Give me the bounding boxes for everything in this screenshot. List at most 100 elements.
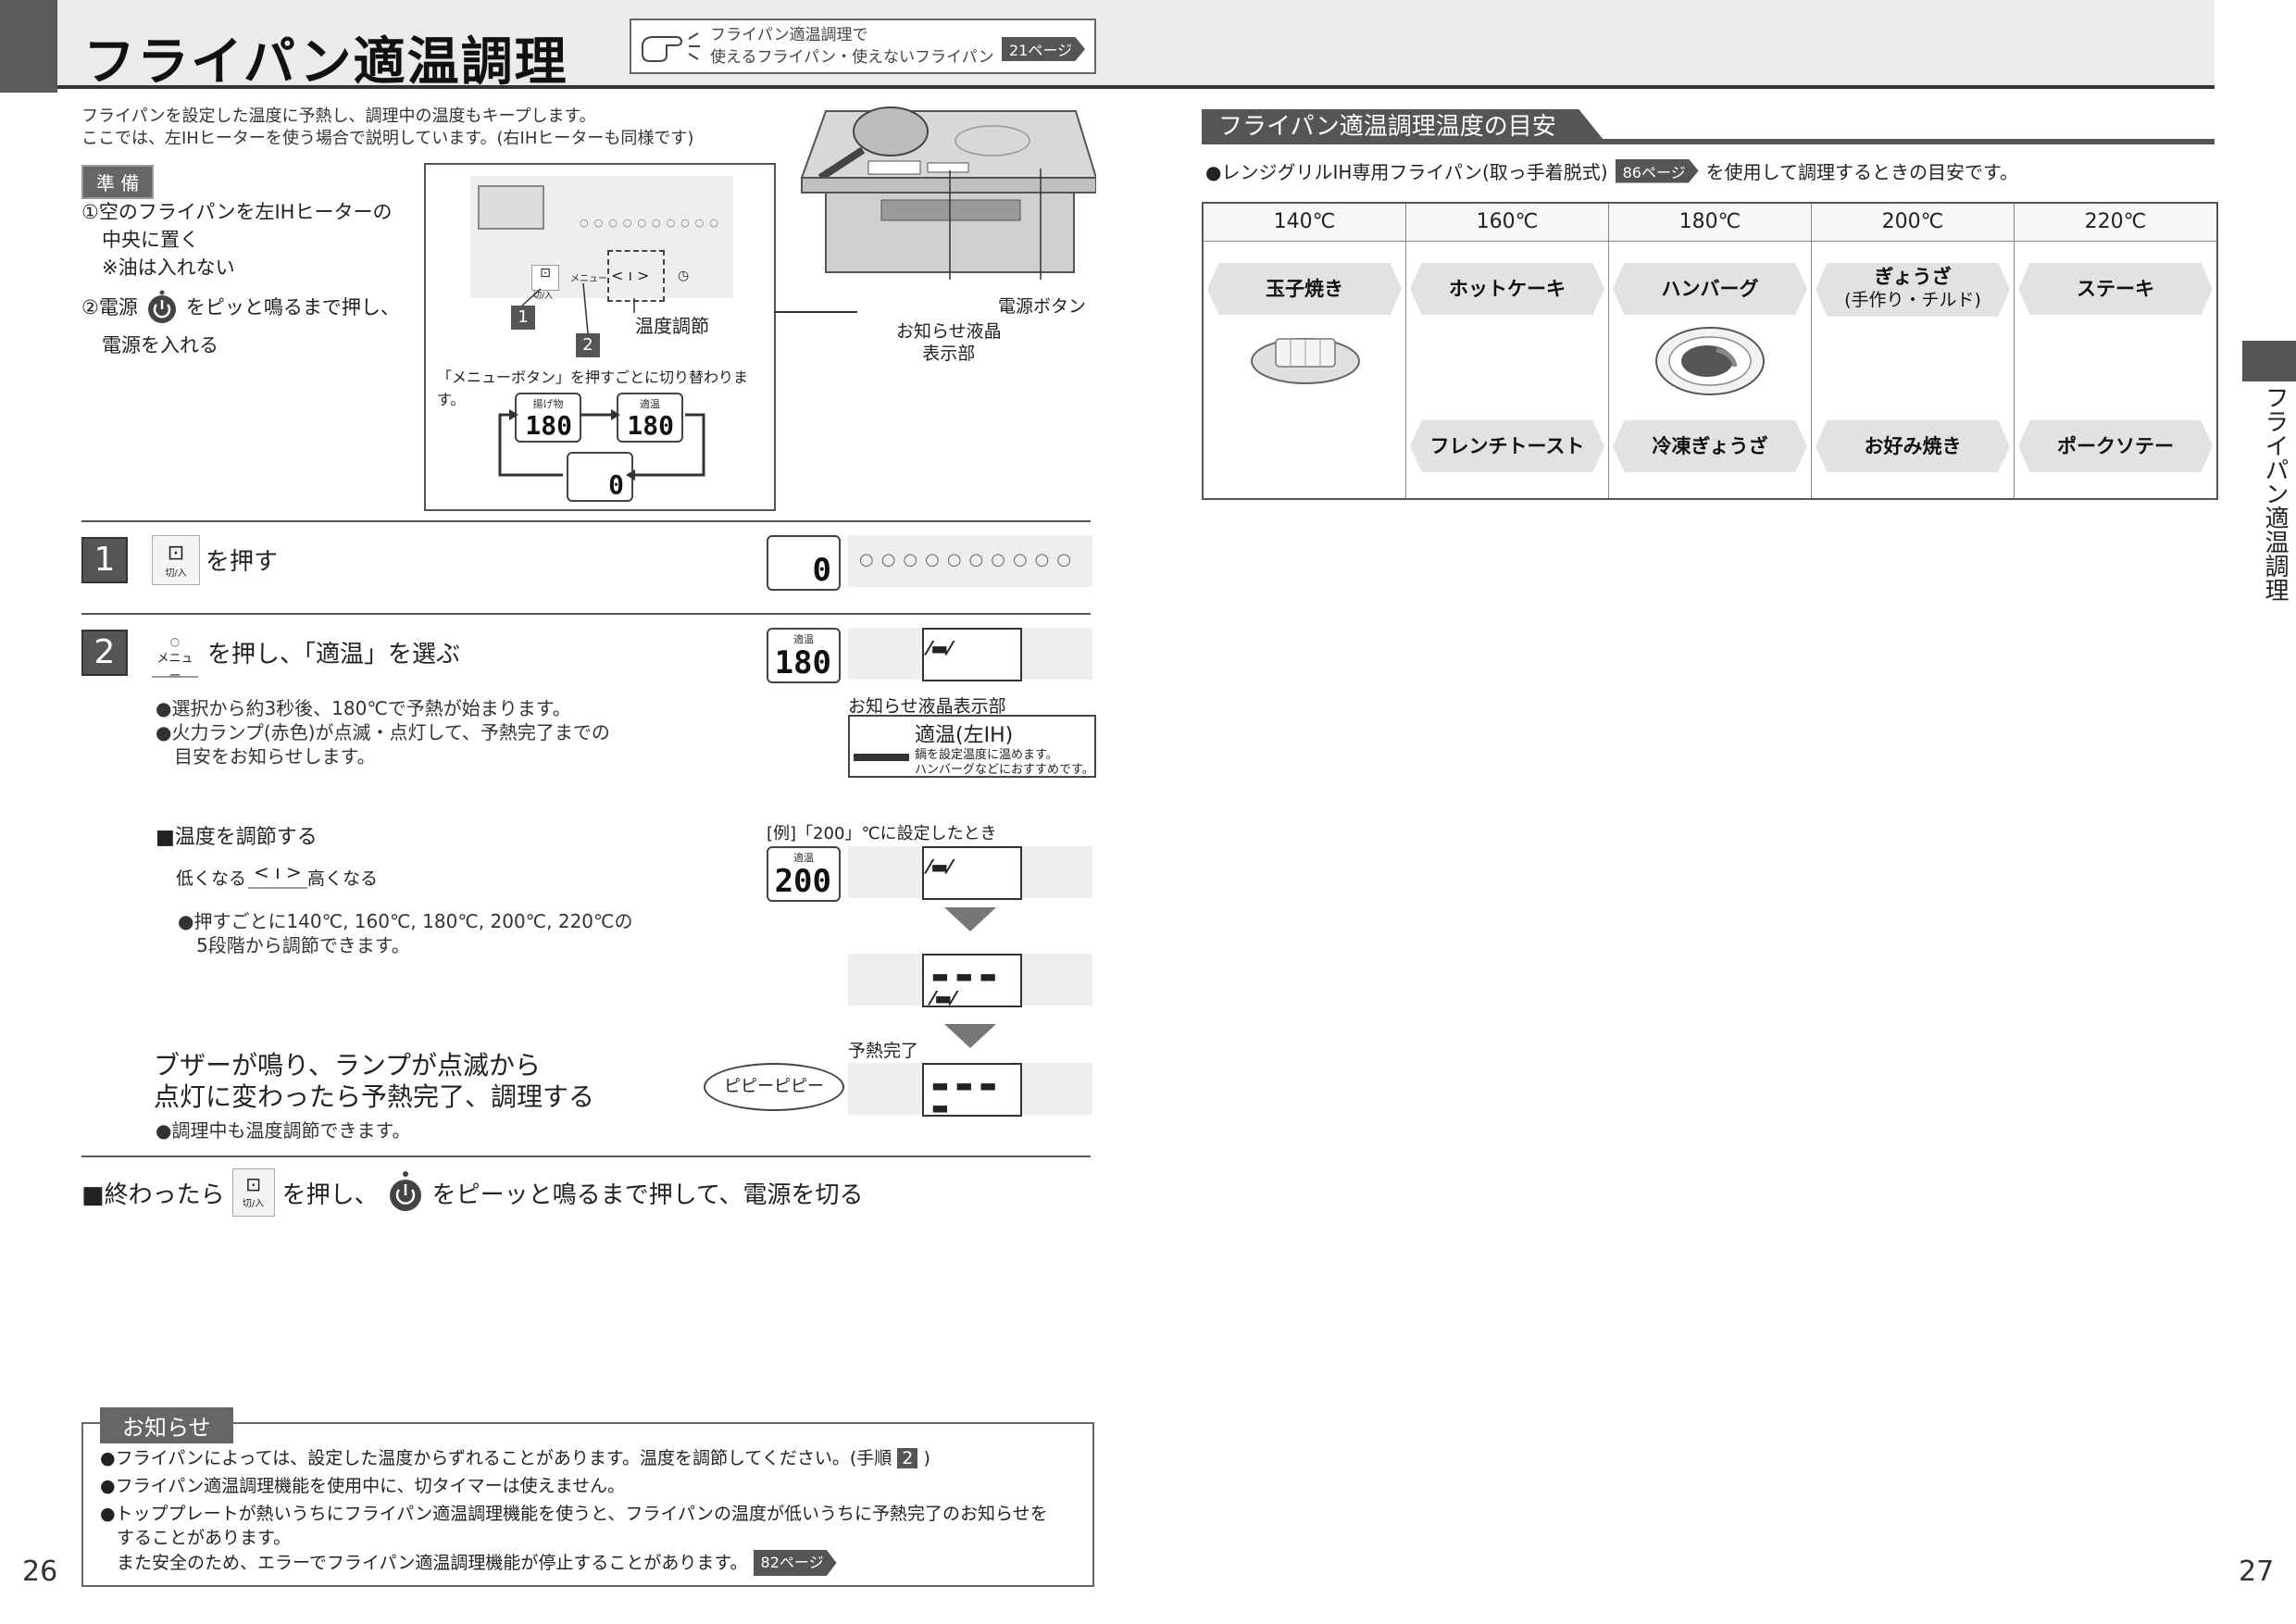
pan-handle-icon: [854, 754, 909, 761]
prep-item1-c: ※油は入れない: [102, 256, 235, 279]
step1-lcd: 0: [767, 535, 841, 591]
step2-text: を押し、「適温」を選ぶ: [207, 641, 461, 668]
intro: フライパンを設定した温度に予熱し、調理中の温度もキープします。 ここでは、左IH…: [81, 106, 693, 150]
timer-icon: ◷: [678, 269, 690, 283]
frying-pan-shape: [853, 106, 929, 156]
divider: [81, 1156, 1091, 1157]
table-header: 220℃: [2015, 204, 2216, 242]
stove-illustration: [800, 106, 1096, 280]
onoff-icon: ⊡: [167, 542, 185, 565]
buzzer-note: ●調理中も温度調節できます。: [156, 1119, 411, 1142]
step2-number: 2: [81, 630, 128, 676]
power-icon[interactable]: [384, 1169, 427, 1216]
step-ref-2: 2: [897, 1448, 918, 1468]
cycle-arrows: [498, 409, 705, 481]
page-number-right: 27: [2239, 1555, 2275, 1588]
buzzer-text: ブザーが鳴り、ランプが点滅から 点灯に変わったら予熱完了、調理する: [154, 1050, 595, 1112]
diagram-leader-lines: [521, 282, 635, 334]
prep-item2-b: をピッと鳴るまで押し、: [185, 296, 400, 319]
guide-title: フライパン適温調理温度の目安: [1202, 109, 1607, 144]
control-panel-diagram: ○○○○○○○○○○ ⊡ 切/入 メニュー < ı > ◷ 1 2 温度調節 「…: [424, 163, 776, 511]
panel-onoff-button[interactable]: ⊡: [531, 265, 559, 291]
hamburg-illustration: [1655, 327, 1765, 395]
temp-adjust-label: 温度調節: [635, 315, 709, 337]
panel-lamps: ○○○○○○○○○○: [580, 217, 724, 229]
power-button-label: 電源ボタン: [998, 296, 1087, 317]
temperature-guide-table: 140℃ 160℃ 180℃ 200℃ 220℃ 玉子焼き ホットケーキ ハンバ…: [1202, 202, 2218, 500]
adjust-heading: ■温度を調節する: [156, 826, 318, 849]
header-tab: [0, 0, 57, 93]
callout-1: 1: [511, 306, 535, 330]
menu-note: 「メニューボタン」を押すごとに切り替わります。: [437, 369, 749, 408]
diagram-connector: [774, 311, 857, 313]
reference-line2: 使えるフライパン・使えないフライパン: [710, 48, 994, 67]
lower-label: 低くなる: [176, 868, 247, 889]
page-ref-82[interactable]: 82ページ: [753, 1550, 837, 1576]
side-tab: [2242, 341, 2296, 381]
intro-line1: フライパンを設定した温度に予熱し、調理中の温度もキープします。: [81, 106, 596, 126]
step2-notes: ●選択から約3秒後、180℃で予熱が始まります。 ●火力ランプ(赤色)が点滅・点…: [156, 697, 610, 768]
preheat-done-label: 予熱完了: [848, 1041, 919, 1061]
lcd-temp: 適温 180: [617, 393, 683, 443]
divider: [81, 520, 1091, 522]
page-title: フライパン適温調理: [83, 32, 568, 93]
reference-line1: フライパン適温調理で: [710, 26, 868, 44]
prep-item2-c: 電源を入れる: [102, 334, 218, 356]
intro-line2: ここでは、左IHヒーターを使う場合で説明しています。(右IHヒーターも同様です): [81, 129, 694, 148]
prep-item2: ②電源: [81, 296, 138, 319]
onoff-button[interactable]: ⊡ 切/入: [231, 1168, 275, 1217]
table-cell: フレンチトースト: [1410, 420, 1604, 472]
onoff-button[interactable]: ⊡ 切/入: [152, 535, 200, 585]
guide-note: ●レンジグリルIH専用フライパン(取っ手着脱式) 86ページ を使用して調理する…: [1205, 157, 2018, 184]
header-rule: [57, 85, 2215, 89]
finish-line: ■終わったら ⊡ 切/入 を押し、 をピーッと鳴るまで押して、電源を切る: [81, 1168, 864, 1217]
table-header: 200℃: [1812, 204, 2015, 242]
example-label: [例]「200」℃に設定したとき: [767, 824, 997, 843]
adjust-note: ●押すごとに140℃, 160℃, 180℃, 200℃, 220℃の 5段階か…: [178, 910, 633, 956]
side-tab-label: フライパン適温調理: [2261, 385, 2289, 602]
temp-adjust-arrows[interactable]: < ı >: [611, 267, 650, 284]
adjust-lcd: 適温 200: [767, 846, 841, 902]
panel-onoff-label: 切/入: [533, 292, 554, 301]
page-ref-86[interactable]: 86ページ: [1615, 158, 1699, 183]
lcd-area-label: お知らせ液晶 表示部: [896, 321, 1002, 364]
table-header: 180℃: [1609, 204, 1812, 242]
step1-number: 1: [81, 537, 128, 583]
divider: [81, 613, 1091, 615]
table-header: 160℃: [1406, 204, 1609, 242]
table-cell: 玉子焼き: [1207, 263, 1402, 315]
page-number-left: 26: [22, 1555, 58, 1588]
section-rule: [1202, 139, 2215, 144]
menu-button[interactable]: ○ メニュー: [152, 628, 198, 683]
notice-body: ●フライパンによっては、設定した温度からずれることがあります。温度を調節してくだ…: [100, 1446, 1048, 1576]
table-cell: ハンバーグ: [1613, 263, 1807, 315]
header-band: [57, 0, 2215, 85]
prep-item1: ①空のフライパンを左IHヒーターの: [81, 201, 393, 223]
page-ref-21[interactable]: 21ページ: [1002, 37, 1086, 61]
adjust-strip-2: ▬ ▬ ▬ ⁄▬⁄: [848, 954, 1092, 1009]
table-cell: 冷凍ぎょうざ: [1613, 420, 1807, 472]
info-lcd: 適温(左IH) 鍋を設定温度に温めます。 ハンバーグなどにおすすめです。: [848, 715, 1096, 778]
table-cell: ぎょうざ (手作り・チルド): [1816, 263, 2010, 317]
omelette-illustration: [1251, 338, 1360, 384]
table-cell: ホットケーキ: [1410, 263, 1604, 315]
info-label: お知らせ液晶表示部: [848, 696, 1006, 717]
temp-adjust-highlight: [607, 250, 665, 302]
prep-item1-b: 中央に置く: [102, 229, 199, 251]
temp-adjust-button[interactable]: < ı >: [248, 857, 307, 889]
table-cell: ステーキ: [2018, 263, 2213, 315]
notice-label: お知らせ: [100, 1407, 233, 1443]
callout-2: 2: [576, 333, 600, 357]
pointing-hand-icon: [642, 32, 700, 62]
prep-steps: ①空のフライパンを左IHヒーターの 中央に置く ※油は入れない ②電源 をピッと…: [81, 198, 400, 359]
table-header: 140℃: [1204, 204, 1406, 242]
table-cell: ポークソテー: [2018, 420, 2213, 472]
adjust-strip-3: ▬ ▬ ▬ ▬: [848, 1063, 1092, 1118]
step1-text: を押す: [206, 548, 279, 576]
down-arrow: [944, 1024, 996, 1048]
lcd-fry: 揚げ物 180: [515, 393, 581, 443]
panel-display: [478, 185, 544, 230]
step1-lamp-strip: ○○○○○○○○○○: [848, 535, 1092, 587]
higher-label: 高くなる: [307, 868, 379, 889]
adjust-strip-1: ⁄▬⁄: [848, 846, 1092, 900]
